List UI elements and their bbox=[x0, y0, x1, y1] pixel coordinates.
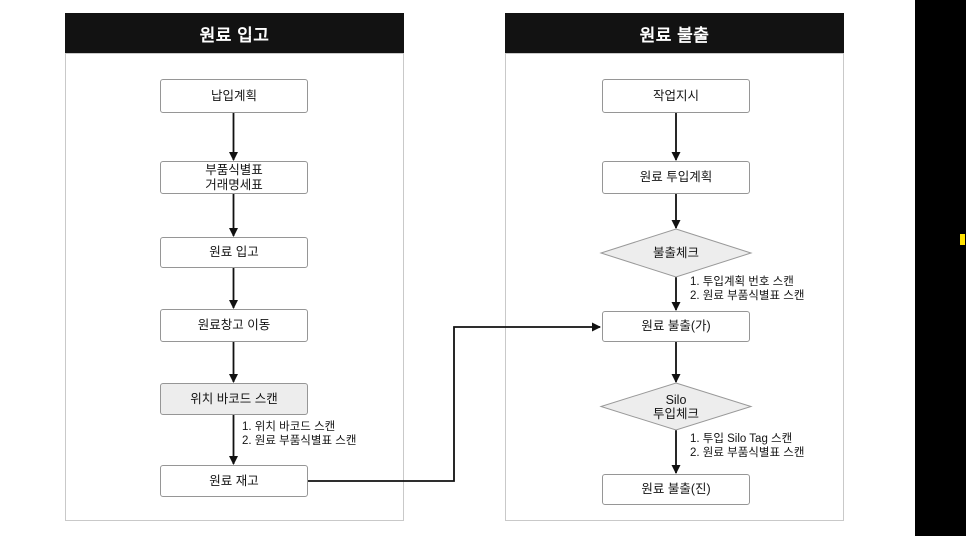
yellow-highlight-marker bbox=[960, 234, 965, 245]
node-material-dispatch-jin: 원료 불출(진) bbox=[602, 474, 750, 505]
right-letterbox-band bbox=[915, 0, 966, 536]
note-silo-scan-steps: 1. 투입 Silo Tag 스캔 2. 원료 부품식별표 스캔 bbox=[690, 433, 805, 459]
label-dispatch-check: 불출체크 bbox=[652, 246, 699, 260]
node-material-receiving: 원료 입고 bbox=[160, 237, 308, 268]
panel-header-receiving: 원료 입고 bbox=[65, 13, 404, 53]
node-part-id-sheet: 부품식별표 거래명세표 bbox=[160, 161, 308, 194]
node-material-dispatch-ga: 원료 불출(가) bbox=[602, 311, 750, 342]
node-warehouse-move: 원료창고 이동 bbox=[160, 309, 308, 342]
panel-title-receiving: 원료 입고 bbox=[199, 25, 270, 45]
node-material-input-plan: 원료 투입계획 bbox=[602, 161, 750, 194]
label-silo-input-check: Silo 투입체크 bbox=[652, 392, 699, 421]
note-location-scan-steps: 1. 위치 바코드 스캔 2. 원료 부품식별표 스캔 bbox=[242, 421, 357, 447]
node-material-inventory: 원료 재고 bbox=[160, 465, 308, 497]
note-dispatch-scan-steps: 1. 투입계획 번호 스캔 2. 원료 부품식별표 스캔 bbox=[690, 276, 805, 302]
node-work-order: 작업지시 bbox=[602, 79, 750, 113]
panel-header-dispatch: 원료 불출 bbox=[505, 13, 844, 53]
panel-title-dispatch: 원료 불출 bbox=[639, 25, 710, 45]
panel-body-receiving bbox=[65, 53, 404, 521]
node-delivery-plan: 납입계획 bbox=[160, 79, 308, 113]
node-location-barcode-scan: 위치 바코드 스캔 bbox=[160, 383, 308, 415]
